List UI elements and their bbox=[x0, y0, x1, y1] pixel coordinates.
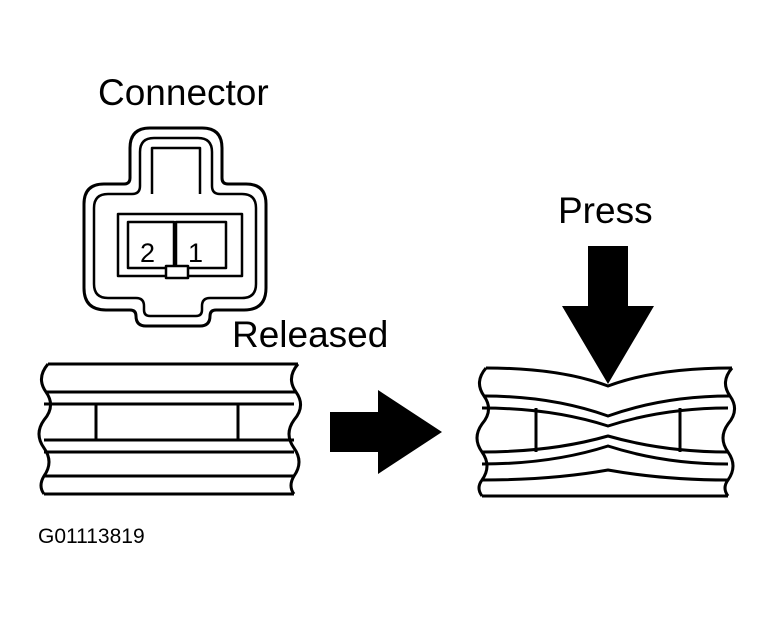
figure-id: G01113819 bbox=[38, 525, 145, 548]
pin-label-2: 2 bbox=[140, 238, 155, 268]
press-label: Press bbox=[558, 190, 653, 231]
connector-housing-outer bbox=[82, 126, 268, 328]
connector-pin-cavity-2 bbox=[126, 220, 176, 270]
pressed-switch bbox=[475, 366, 736, 498]
connector-latch bbox=[150, 146, 202, 194]
pressed-right-end bbox=[721, 367, 736, 497]
pin-label-1: 1 bbox=[188, 238, 203, 268]
connector-illustration bbox=[82, 126, 268, 328]
transition-arrow-icon bbox=[330, 390, 442, 474]
released-right-end bbox=[287, 363, 302, 495]
connector-housing-inner bbox=[92, 136, 258, 318]
connector-pin-cavity-1 bbox=[174, 220, 228, 270]
pressed-left-end bbox=[475, 367, 490, 497]
released-switch bbox=[37, 362, 302, 496]
connector-key bbox=[164, 264, 190, 280]
released-label: Released bbox=[232, 314, 389, 355]
press-down-arrow-icon bbox=[562, 246, 654, 384]
connector-label: Connector bbox=[98, 72, 269, 113]
released-left-end bbox=[37, 363, 52, 495]
